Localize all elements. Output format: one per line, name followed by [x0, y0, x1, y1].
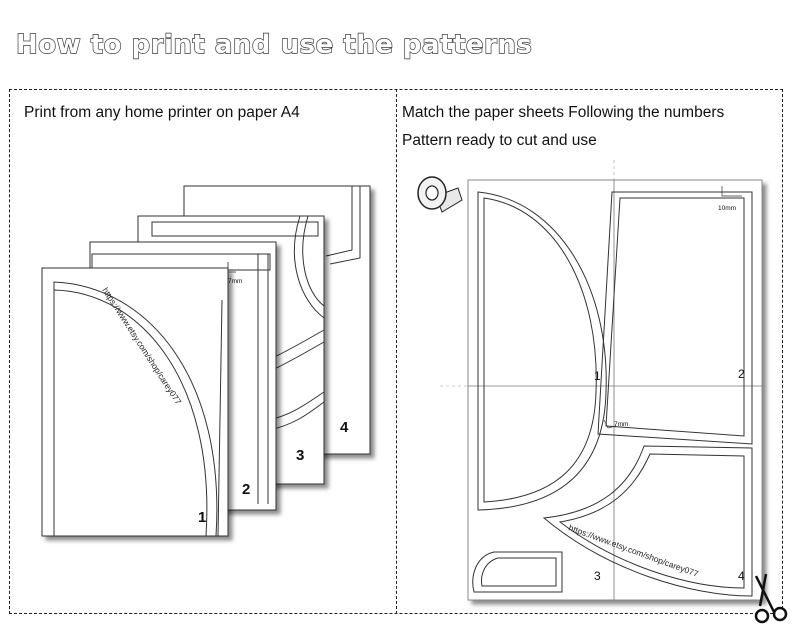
sheet-number: 1 [594, 369, 601, 383]
sheet-1: https://www.etsy.com/shop/carey077 1 [41, 267, 229, 537]
sheet-number: 4 [340, 419, 349, 436]
page-title: How to print and use the patterns [15, 29, 533, 60]
tape-roll-icon [417, 176, 463, 213]
right-caption-line1: Match the paper sheets Following the num… [402, 104, 725, 121]
seam-label-7mm: 7mm [614, 421, 628, 428]
sheet-number: 3 [594, 569, 601, 583]
panel-divider [396, 89, 397, 614]
seam-allowance-label: 7mm [228, 278, 242, 285]
right-caption-line2: Pattern ready to cut and use [402, 132, 597, 149]
sheet-number: 1 [198, 509, 206, 526]
sheet-number: 4 [738, 569, 745, 583]
left-caption: Print from any home printer on paper A4 [24, 104, 300, 121]
scissors-icon [754, 573, 788, 624]
seam-label-10mm: 10mm [718, 205, 736, 212]
sheet-number: 2 [738, 367, 745, 381]
assembled-pattern: 10mm 7mm https://www.etsy.com/shop/carey… [440, 160, 763, 601]
sheet-number: 2 [242, 481, 250, 498]
sheet-number: 3 [296, 447, 304, 464]
